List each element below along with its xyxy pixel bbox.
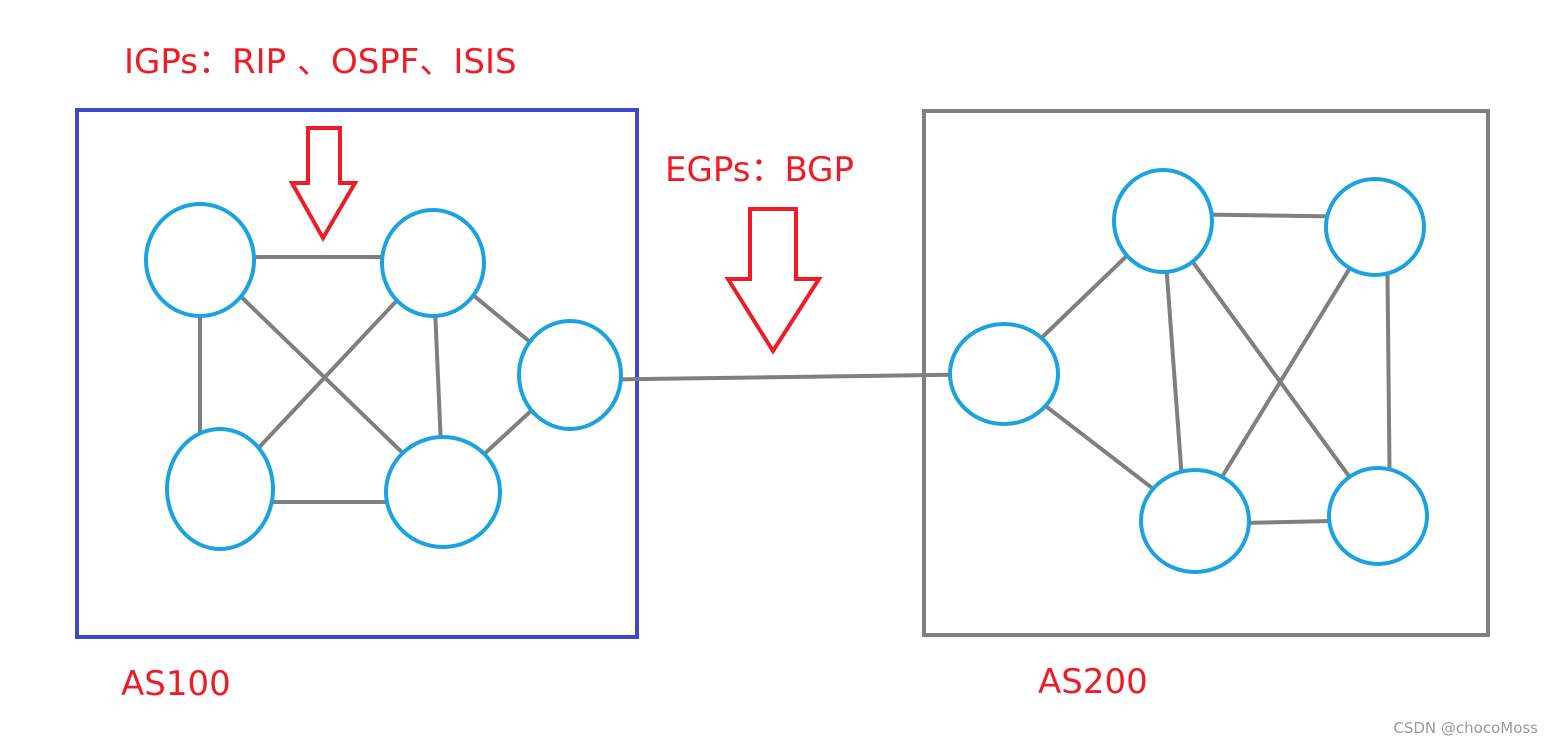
router-node [1327,466,1429,566]
inter-as-link [569,372,1005,382]
router-node [384,435,502,549]
router-node [165,427,275,551]
as200-label: AS200 [1038,662,1148,702]
egp-arrow-down-icon [724,207,823,355]
router-node [1112,168,1214,274]
router-node [1139,468,1251,574]
router-node [517,319,623,431]
router-node [144,202,256,318]
router-node [948,322,1060,426]
router-node [380,208,486,318]
as200-nodes [948,168,1429,574]
as100-label: AS100 [121,664,231,704]
igp-arrow-down-icon [288,126,359,243]
as100-box [75,108,639,639]
egp-label: EGPs：BGP [665,150,855,190]
watermark: CSDN @chocoMoss [1393,719,1538,737]
link [1193,225,1377,523]
link [1161,219,1380,518]
as200-box [922,109,1490,637]
as100-nodes [144,202,623,551]
igp-label: IGPs：RIP 、OSPF、ISIS [124,42,517,82]
router-node [1324,177,1426,277]
